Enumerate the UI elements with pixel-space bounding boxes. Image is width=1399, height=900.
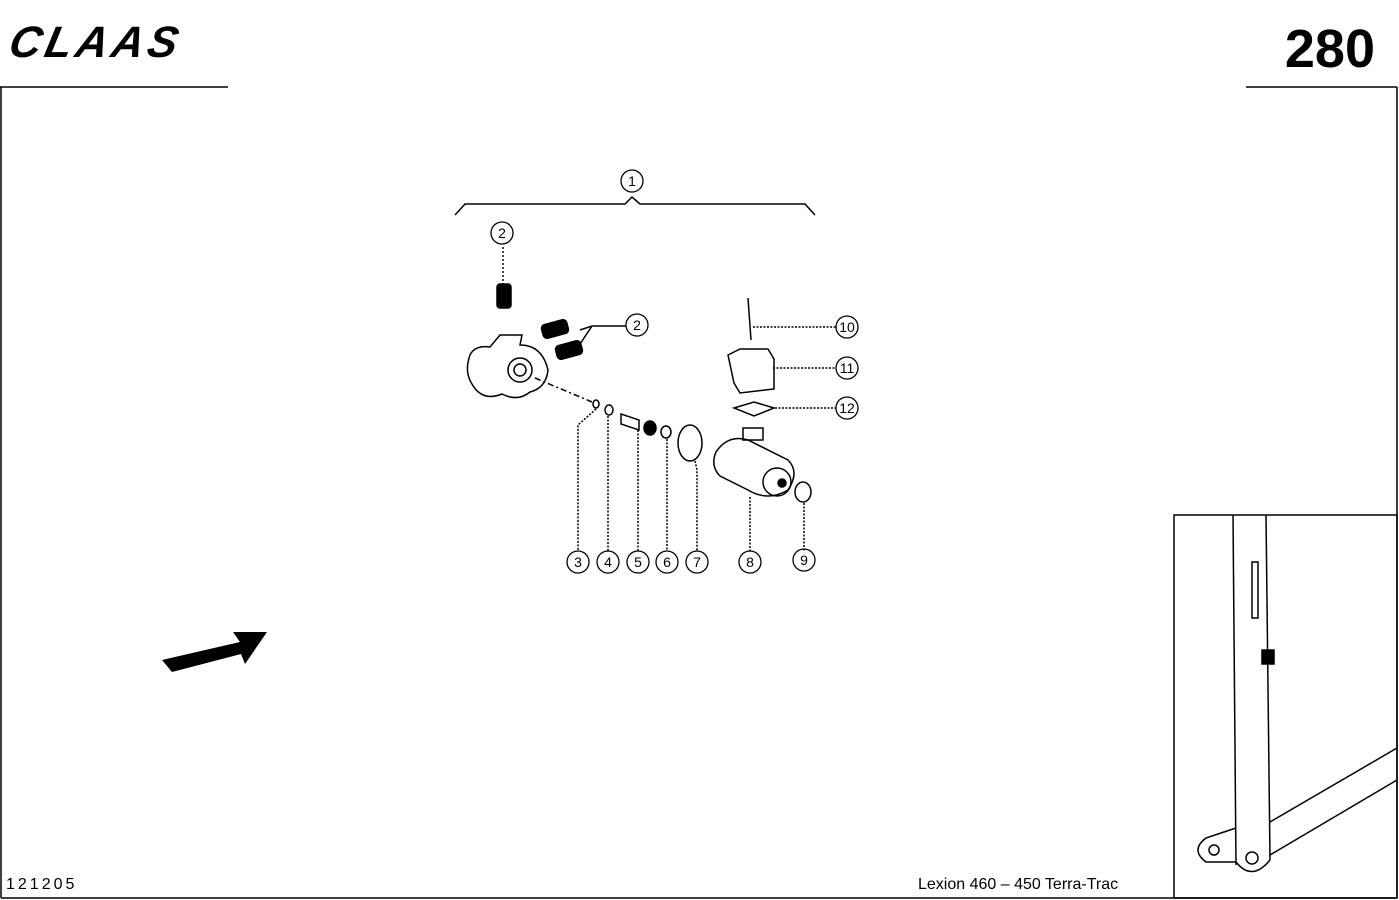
model-name: Lexion 460 – 450 Terra-Trac [918,876,1119,893]
svg-text:12: 12 [839,400,855,416]
svg-text:4: 4 [604,554,612,570]
callout-11: 11 [835,356,859,380]
callout-1: 1 [620,169,644,193]
callout-6: 6 [655,550,679,574]
page-frame [0,86,1398,899]
svg-text:10: 10 [839,319,855,335]
callout-3: 3 [566,550,590,574]
svg-text:8: 8 [746,554,754,570]
callout-7: 7 [685,550,709,574]
svg-text:5: 5 [634,554,642,570]
callout-8: 8 [738,550,762,574]
callout-2-top: 2 [490,221,514,245]
svg-text:2: 2 [498,225,506,241]
svg-text:2: 2 [633,317,641,333]
drawing-code: 121205 [6,876,78,893]
callout-10: 10 [835,315,859,339]
svg-text:6: 6 [663,554,671,570]
callout-2-right: 2 [625,313,649,337]
callout-9: 9 [792,548,816,572]
leader-lines [577,326,836,551]
valve-body [466,247,626,403]
assembly-bracket [454,195,816,216]
callout-4: 4 [596,550,620,574]
svg-text:9: 9 [800,552,808,568]
callout-12: 12 [835,396,859,420]
page-number: 280 [1284,19,1375,79]
svg-text:1: 1 [628,173,636,189]
callout-5: 5 [626,550,650,574]
seal-parts [592,297,812,503]
locator-inset [1173,514,1398,899]
svg-text:11: 11 [840,360,855,376]
svg-text:7: 7 [693,554,701,570]
direction-arrow-icon [162,632,267,672]
svg-text:3: 3 [574,554,582,570]
